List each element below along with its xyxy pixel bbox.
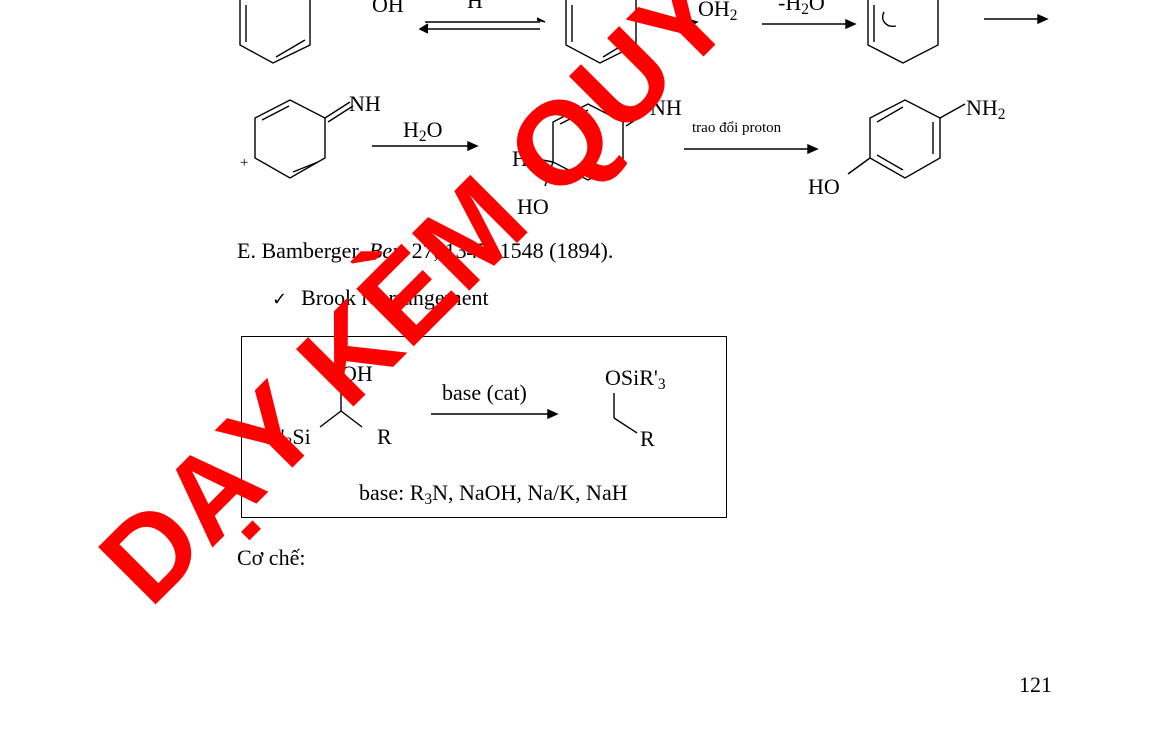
brook-r-right-label: R bbox=[640, 426, 655, 451]
brook-oh-label: OH bbox=[341, 361, 373, 386]
imine-cation-ring bbox=[254, 99, 326, 179]
brook-scheme bbox=[319, 388, 638, 434]
oh-label: OH bbox=[372, 0, 404, 17]
section-title: Brook rearrangement bbox=[301, 285, 489, 310]
brook-arrow-label: base (cat) bbox=[442, 380, 527, 405]
h-plus-label: H bbox=[467, 0, 483, 13]
hydrate-nh-label: NH bbox=[650, 95, 682, 120]
benzene-ring-1 bbox=[239, 0, 311, 64]
hydrate-ho-label: HO bbox=[517, 194, 549, 219]
checkmark-icon: ✓ bbox=[272, 289, 288, 310]
hydrate-ring bbox=[552, 103, 624, 181]
plus-charge: + bbox=[240, 155, 249, 171]
top-scheme bbox=[239, 0, 1049, 64]
water-label: H2O bbox=[403, 117, 443, 145]
section-heading: ✓ Brook rearrangement bbox=[272, 285, 489, 311]
reference-citation: E. Bamberger, Ber. 27, 1347, 1548 (1894)… bbox=[237, 238, 614, 263]
phenol-ho-label: HO bbox=[808, 174, 840, 199]
hydrate-h-label: H bbox=[512, 146, 528, 171]
brook-r-left-label: R bbox=[377, 424, 392, 449]
mechanism-label: Cơ chế: bbox=[237, 545, 306, 570]
silyl-group-label: R'3Si bbox=[266, 424, 311, 452]
oh2-label: OH2 bbox=[698, 0, 738, 24]
silyl-ether-label: OSiR'3 bbox=[605, 365, 666, 393]
minus-water-label: -H2O bbox=[778, 0, 825, 18]
benzene-ring-3 bbox=[867, 0, 939, 64]
base-conditions-label: base: R3N, NaOH, Na/K, NaH bbox=[359, 480, 628, 508]
imine-nh-label: NH bbox=[349, 91, 381, 116]
middle-scheme bbox=[254, 99, 966, 187]
page-number: 121 bbox=[1019, 672, 1052, 697]
aminophenol-ring bbox=[869, 99, 941, 179]
amine-nh2-label: NH2 bbox=[966, 95, 1006, 123]
proton-exchange-label: trao đổi proton bbox=[692, 120, 782, 136]
benzene-ring-2 bbox=[565, 0, 637, 64]
brook-rearrangement-box bbox=[241, 336, 727, 518]
